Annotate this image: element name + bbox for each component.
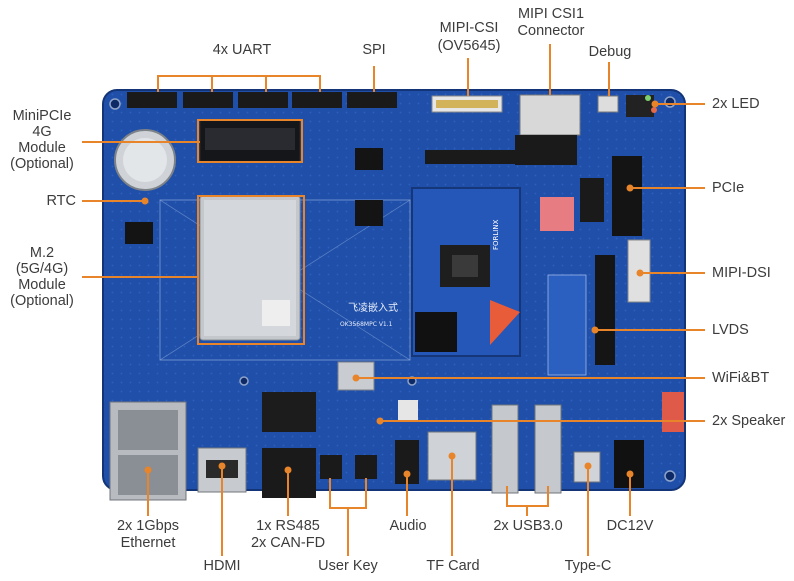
label-m2-3: Module (18, 277, 66, 293)
mount-hole-mid (239, 376, 249, 386)
silk-brand-text: 飞凌嵌入式 (348, 301, 398, 314)
label-led: 2x LED (712, 96, 760, 112)
label-type-c: Type-C (564, 558, 612, 574)
label-mipi-csi1-2: Connector (517, 23, 585, 39)
label-m2-4: (Optional) (10, 293, 74, 309)
label-tf-card: TF Card (426, 558, 480, 574)
label-dc: DC12V (606, 518, 654, 534)
label-rs485-2: 2x CAN-FD (250, 535, 326, 551)
label-speaker: 2x Speaker (712, 413, 786, 429)
label-minipcie-4: (Optional) (10, 156, 74, 172)
user-key-2 (355, 455, 377, 479)
label-rs485-1: 1x RS485 (256, 518, 320, 534)
usb-port-1 (491, 404, 519, 494)
debug-port (597, 95, 619, 113)
label-mipi-dsi: MIPI-DSI (712, 265, 771, 281)
label-spi: SPI (362, 42, 386, 58)
mipi-csi1-connector (519, 94, 581, 136)
label-lvds: LVDS (712, 322, 749, 338)
label-usb: 2x USB3.0 (493, 518, 563, 534)
label-ethernet-1: 2x 1Gbps (116, 518, 180, 534)
lvds-header (595, 255, 615, 365)
label-m2-1: M.2 (29, 245, 55, 261)
mount-hole-tr (664, 96, 676, 108)
silk-model-text: OK3568MPC V1.1 (340, 321, 393, 328)
usb-port-2 (534, 404, 562, 494)
callout-lines (82, 44, 705, 556)
pcb-board (102, 89, 686, 491)
label-wifi: WiFi&BT (712, 370, 770, 386)
label-pcie: PCIe (712, 180, 745, 196)
label-audio: Audio (389, 518, 427, 534)
label-minipcie-2: 4G (32, 124, 52, 140)
label-hdmi: HDMI (203, 558, 241, 574)
uart-headers (127, 92, 397, 108)
som-brand-text: FORLINX (492, 219, 500, 250)
label-minipcie-3: Module (18, 140, 66, 156)
mount-hole-br (664, 470, 676, 482)
label-minipcie-1: MiniPCIe (12, 108, 72, 124)
speaker-connector (662, 392, 684, 432)
label-mipi-csi-2: (OV5645) (437, 38, 501, 54)
mount-hole-tl (109, 98, 121, 110)
user-key-1 (320, 455, 342, 479)
label-uart: 4x UART (212, 42, 272, 58)
label-debug: Debug (588, 44, 632, 60)
label-ethernet-2: Ethernet (120, 535, 176, 551)
label-mipi-csi1-1: MIPI CSI1 (517, 6, 585, 22)
callout-uart (157, 75, 321, 92)
pcie-slot (612, 156, 642, 236)
label-mipi-csi-1: MIPI-CSI (439, 20, 499, 36)
label-rtc: RTC (46, 193, 76, 209)
label-user-key: User Key (318, 558, 378, 574)
label-m2-2: (5G/4G) (15, 261, 69, 277)
